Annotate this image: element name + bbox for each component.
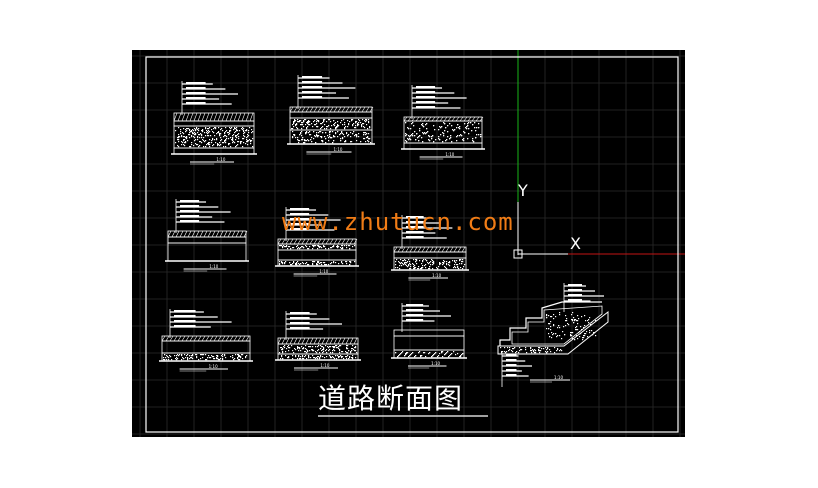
section-7-scale-label: 1:10 bbox=[209, 364, 218, 369]
cad-drawing: 1:10 1:10 1:10 1:10 1:10 1:10 1:10 1:10 1:10 1:10 bbox=[132, 50, 685, 437]
detail-section-5: 1:10 bbox=[275, 207, 359, 277]
section-8-scale-label: 1:10 bbox=[320, 363, 329, 368]
detail-section-1: 1:10 bbox=[171, 81, 257, 165]
section-5-scale-label: 1:10 bbox=[319, 269, 328, 274]
section-3-scale-label: 1:10 bbox=[445, 152, 454, 157]
ucs-y-label: Y bbox=[518, 181, 528, 200]
detail-section-8: 1:10 bbox=[275, 311, 361, 371]
detail-section-2: 1:10 bbox=[287, 75, 375, 155]
ucs-x-label: X bbox=[570, 234, 581, 253]
detail-section-6: 1:10 bbox=[391, 215, 469, 281]
section-1-scale-label: 1:10 bbox=[216, 157, 225, 162]
section-10-scale-label: 1:10 bbox=[554, 375, 563, 380]
section-4-scale-label: 1:10 bbox=[209, 264, 218, 269]
grid bbox=[132, 50, 685, 437]
detail-section-9: 1:10 bbox=[391, 303, 467, 369]
detail-section-10: 1:10 bbox=[497, 283, 609, 387]
detail-section-4: 1:10 bbox=[165, 199, 249, 272]
section-6-scale-label: 1:10 bbox=[432, 273, 441, 278]
detail-section-3: 1:10 bbox=[401, 85, 485, 160]
section-9-scale-label: 1:10 bbox=[431, 361, 440, 366]
drawing-title: 道路断面图 bbox=[318, 382, 464, 415]
section-2-scale-label: 1:10 bbox=[333, 147, 342, 152]
detail-section-7: 1:10 bbox=[159, 309, 253, 372]
watermark: www.zhutucn.com bbox=[282, 208, 514, 236]
details-layer: 1:10 1:10 1:10 1:10 1:10 1:10 1:10 1:10 1:10 1:10 bbox=[159, 75, 609, 387]
ucs-icon bbox=[513, 202, 568, 259]
drawing-border bbox=[145, 56, 679, 433]
